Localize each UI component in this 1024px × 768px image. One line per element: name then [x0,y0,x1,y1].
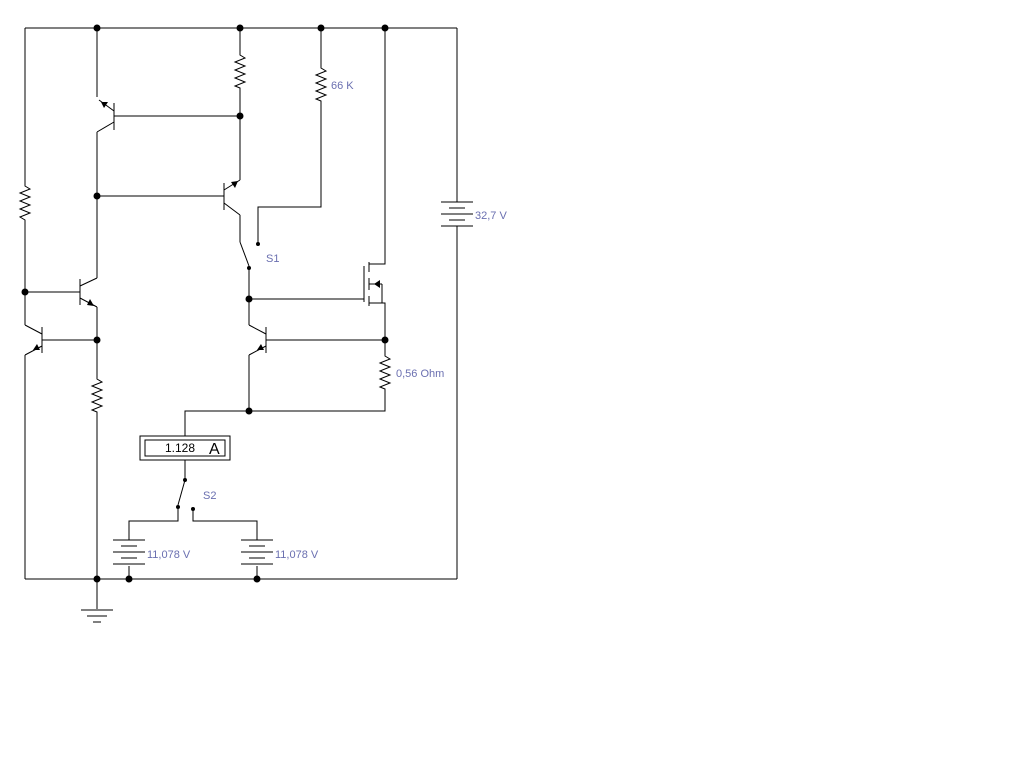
label-s2: S2 [203,490,216,502]
transistor-q5 [248,324,267,356]
node-249-299 [245,295,253,303]
battery-right [241,539,273,565]
label-shunt: 0,56 Ohm [396,368,444,380]
node-25-292 [21,288,29,296]
resistors [18,50,392,413]
transistor-q3 [79,277,98,308]
ammeter-value: 1.128 [165,441,195,455]
wire-s2-left [128,507,179,540]
transistor-q1 [96,99,115,133]
label-66k: 66 K [331,80,354,92]
wire-col385-top [374,28,386,265]
ammeter: 1.128 A [139,435,231,461]
label-battery-main: 32,7 V [475,210,507,222]
node-97-196 [93,192,101,200]
wire-col321-low [257,103,322,243]
ammeter-unit: A [209,441,220,458]
switch-s2[interactable] [176,478,195,511]
transistor-q4 [24,324,43,356]
node-top-385 [381,24,389,32]
wire-to-ammeter [184,410,249,436]
resistor-top-240 [233,50,247,90]
wires [24,27,458,609]
resistor-bottom-97 [90,376,104,413]
node-top-97 [93,24,101,32]
transistor-q2 [223,179,241,216]
node-top-321 [317,24,325,32]
node-top-240 [236,24,244,32]
resistor-left [18,183,32,225]
wire-s2-right [192,511,258,540]
node-257-579 [253,575,261,583]
junction-nodes [21,24,389,583]
label-battery-right: 11,078 V [275,549,319,561]
battery-left [113,539,145,565]
battery-main [441,201,473,227]
node-97-579 [93,575,101,583]
node-240-116 [236,112,244,120]
wire-col385-low [249,390,386,412]
resistor-66k [314,64,328,103]
switch-s1[interactable] [239,241,260,270]
resistor-shunt [378,352,392,390]
wire-col385-source [374,302,386,352]
node-97-340 [93,336,101,344]
node-129-579 [125,575,133,583]
mosfet [363,262,383,306]
node-249-411 [245,407,253,415]
label-s1: S1 [266,253,279,265]
label-battery-left: 11,078 V [147,549,191,561]
node-385-340 [381,336,389,344]
ground-icon [81,609,113,623]
